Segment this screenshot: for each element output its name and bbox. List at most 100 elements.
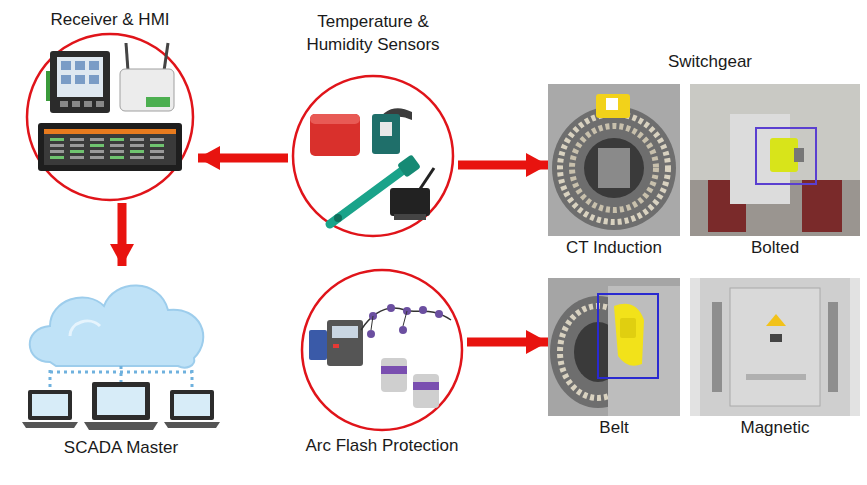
illustration-part bbox=[120, 366, 123, 384]
photo-panel: Magnetic bbox=[690, 278, 860, 439]
illustration-part bbox=[334, 214, 342, 222]
illustration-part bbox=[90, 144, 104, 147]
illustration-part bbox=[548, 278, 680, 416]
illustration-part bbox=[770, 334, 782, 342]
illustration-part bbox=[50, 156, 64, 159]
illustration-part bbox=[90, 156, 104, 159]
illustration-part bbox=[770, 138, 798, 172]
illustration-part bbox=[150, 156, 164, 159]
illustration bbox=[22, 31, 198, 203]
illustration-part bbox=[730, 288, 820, 406]
node-title: CT Induction bbox=[566, 236, 662, 259]
illustration-part bbox=[32, 394, 68, 416]
illustration-part bbox=[70, 138, 84, 141]
illustration-part bbox=[38, 123, 182, 171]
illustration-part bbox=[596, 94, 630, 118]
illustration-part bbox=[130, 138, 144, 141]
illustration-part bbox=[690, 278, 860, 416]
illustration-part bbox=[44, 129, 176, 134]
illustration-part bbox=[96, 101, 104, 107]
illustration-part bbox=[435, 310, 443, 318]
flow-arrow bbox=[118, 203, 127, 266]
illustration-part bbox=[92, 382, 150, 420]
node-title: Arc Flash Protection bbox=[305, 434, 458, 457]
illustration-part bbox=[150, 150, 164, 153]
illustration bbox=[548, 84, 680, 236]
illustration-part bbox=[802, 180, 842, 232]
cloud-network: SCADA Master bbox=[10, 266, 232, 459]
illustration-part bbox=[766, 314, 786, 326]
illustration-part bbox=[97, 387, 145, 415]
illustration-part bbox=[828, 302, 838, 392]
illustration-part bbox=[700, 278, 850, 416]
illustration-part bbox=[310, 114, 360, 156]
illustration-part bbox=[620, 318, 636, 338]
illustration-part bbox=[381, 358, 407, 392]
illustration-part bbox=[110, 156, 124, 159]
illustration-part bbox=[598, 148, 630, 188]
photo-panel: Belt bbox=[548, 278, 680, 439]
illustration-part bbox=[309, 330, 327, 360]
illustration-part bbox=[30, 285, 204, 367]
illustration-part bbox=[560, 114, 668, 222]
illustration-part bbox=[390, 188, 430, 216]
group-label: Switchgear bbox=[640, 50, 780, 73]
illustration-part bbox=[690, 84, 860, 236]
photo-panel: Bolted bbox=[690, 84, 860, 259]
sensor-circle: Temperature & Humidity Sensors bbox=[288, 10, 458, 242]
illustration-part bbox=[756, 128, 816, 184]
illustration-part bbox=[75, 75, 85, 84]
illustration-part bbox=[397, 154, 421, 178]
illustration-part bbox=[394, 214, 426, 220]
illustration-part bbox=[614, 304, 644, 366]
illustration-part bbox=[27, 34, 193, 200]
illustration-part bbox=[28, 390, 72, 420]
flow-arrow bbox=[467, 338, 548, 347]
illustration-part bbox=[150, 138, 164, 141]
illustration-part bbox=[84, 422, 158, 430]
illustration-part bbox=[380, 122, 392, 136]
illustration-part bbox=[61, 61, 71, 70]
illustration-part bbox=[84, 101, 92, 107]
illustration-part bbox=[60, 101, 68, 107]
node-title: Magnetic bbox=[741, 416, 810, 439]
illustration-part bbox=[120, 69, 174, 111]
illustration-part bbox=[413, 382, 439, 390]
illustration-part bbox=[548, 84, 680, 236]
illustration-part bbox=[333, 344, 339, 348]
illustration bbox=[690, 84, 860, 236]
illustration-part bbox=[110, 150, 124, 153]
illustration-part bbox=[403, 311, 407, 326]
illustration bbox=[297, 266, 467, 434]
illustration-part bbox=[70, 144, 84, 147]
illustration-part bbox=[130, 150, 144, 153]
node-title: Belt bbox=[599, 416, 628, 439]
illustration-part bbox=[606, 98, 618, 110]
illustration-part bbox=[44, 129, 176, 165]
illustration-part bbox=[552, 106, 676, 230]
illustration-part bbox=[150, 144, 164, 147]
illustration-part bbox=[50, 51, 110, 113]
node-title: Temperature & Humidity Sensors bbox=[288, 10, 458, 56]
illustration-part bbox=[413, 374, 439, 408]
illustration bbox=[548, 278, 680, 416]
illustration-part bbox=[419, 306, 427, 314]
flow-arrow bbox=[198, 154, 288, 163]
illustration-part bbox=[164, 43, 168, 71]
illustration-part bbox=[72, 101, 80, 107]
illustration-part bbox=[746, 374, 806, 380]
illustration-part bbox=[372, 114, 400, 154]
illustration-part bbox=[399, 326, 407, 334]
illustration-part bbox=[310, 114, 360, 124]
node-title: SCADA Master bbox=[64, 436, 178, 459]
illustration-part bbox=[130, 144, 144, 147]
photo-panel: CT Induction bbox=[548, 84, 680, 259]
illustration-part bbox=[90, 138, 104, 141]
illustration-part bbox=[170, 390, 214, 420]
illustration-part bbox=[598, 294, 658, 378]
illustration-part bbox=[293, 76, 453, 236]
illustration-part bbox=[302, 270, 462, 430]
illustration-part bbox=[584, 138, 644, 198]
illustration-part bbox=[794, 148, 804, 162]
